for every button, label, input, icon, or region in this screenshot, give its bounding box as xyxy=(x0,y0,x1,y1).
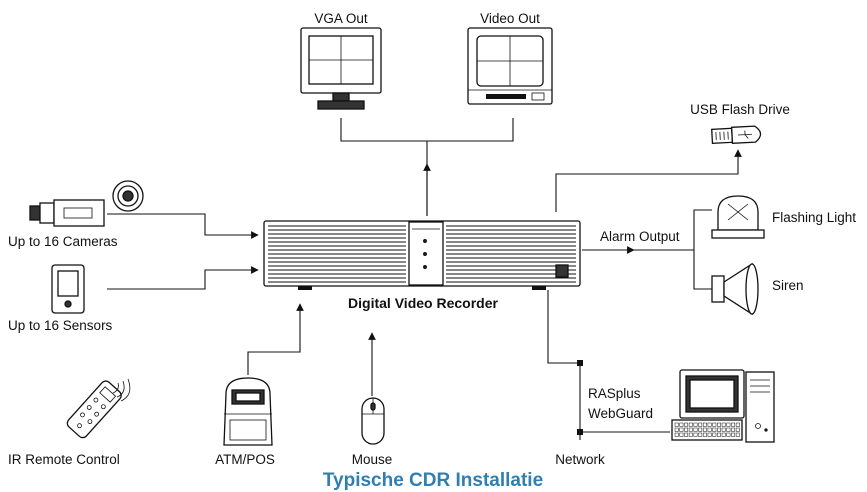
camera-line xyxy=(107,213,259,239)
siren-icon xyxy=(711,262,759,316)
monitor-bus-line xyxy=(340,118,514,142)
ir-signal-icon xyxy=(112,378,131,402)
ir-remote-icon xyxy=(66,380,122,439)
connection-lines xyxy=(107,118,742,440)
mouse-icon xyxy=(361,397,385,445)
vga-out-label: VGA Out xyxy=(314,11,368,26)
usb-line xyxy=(555,149,742,212)
network-node-bottom xyxy=(577,429,583,435)
flashing-light-label: Flashing Light xyxy=(772,210,856,225)
vga-monitor-icon xyxy=(300,27,382,110)
rasplus-label: RASplus xyxy=(588,386,641,401)
siren-label: Siren xyxy=(772,278,804,293)
cameras-label: Up to 16 Cameras xyxy=(8,234,118,249)
atm-line xyxy=(247,303,304,375)
camera-icon xyxy=(29,180,144,227)
network-label: Network xyxy=(555,452,605,467)
mouse-label: Mouse xyxy=(352,452,393,467)
atm-pos-icon xyxy=(223,377,273,446)
dvr-label: Digital Video Recorder xyxy=(348,295,498,311)
sensor-icon xyxy=(51,264,85,314)
usb-flash-drive-icon xyxy=(711,125,762,145)
network-node-top xyxy=(577,360,583,366)
pc-icon xyxy=(671,369,775,443)
dvr-icon xyxy=(263,220,581,290)
network-line xyxy=(547,290,581,440)
alarm-output-label: Alarm Output xyxy=(600,229,680,244)
diagram-caption: Typische CDR Installatie xyxy=(323,470,543,491)
sensor-line xyxy=(107,266,259,290)
atm-pos-label: ATM/POS xyxy=(215,452,275,467)
ir-remote-label: IR Remote Control xyxy=(8,452,120,467)
video-out-label: Video Out xyxy=(480,11,540,26)
alarm-bus-line xyxy=(693,209,712,290)
usb-flash-drive-label: USB Flash Drive xyxy=(690,102,790,117)
video-monitor-icon xyxy=(467,27,553,105)
webguard-label: WebGuard xyxy=(588,406,653,421)
sensors-label: Up to 16 Sensors xyxy=(8,318,113,333)
flashing-light-icon xyxy=(711,195,765,239)
